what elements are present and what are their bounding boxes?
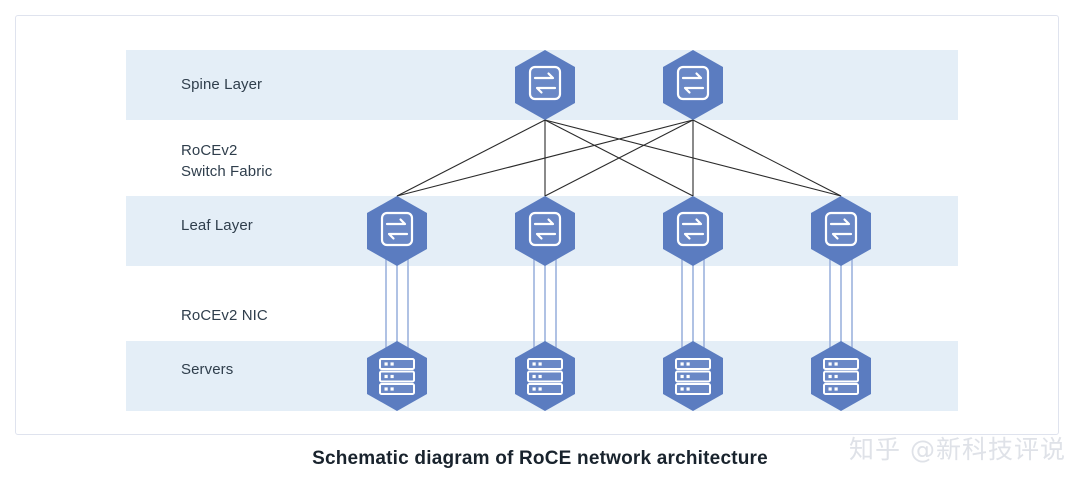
- figure-caption: Schematic diagram of RoCE network archit…: [312, 448, 768, 469]
- server-2[interactable]: [513, 340, 577, 412]
- row-label-servers: Servers: [181, 361, 234, 378]
- spine-leaf-link-group: [396, 119, 842, 197]
- leaf-switch-4[interactable]: [809, 195, 873, 267]
- leaf-switch-3[interactable]: [661, 195, 725, 267]
- server-4[interactable]: [809, 340, 873, 412]
- spine-switch-2[interactable]: [661, 49, 725, 121]
- leaf-switch-2[interactable]: [513, 195, 577, 267]
- server-1[interactable]: [365, 340, 429, 412]
- row-label-rocev2-nic: RoCEv2 NIC: [181, 307, 268, 324]
- spine-switch-1[interactable]: [513, 49, 577, 121]
- row-label-switch-fabric: RoCEv2 Switch Fabric: [181, 142, 273, 180]
- row-label-spine-layer: Spine Layer: [181, 76, 263, 93]
- server-3[interactable]: [661, 340, 725, 412]
- leaf-switch-1[interactable]: [365, 195, 429, 267]
- watermark: 知乎 @新科技评说: [849, 435, 1066, 464]
- network-diagram: Spine Layer RoCEv2 Switch Fabric Leaf La…: [16, 16, 1060, 436]
- diagram-card: Spine Layer RoCEv2 Switch Fabric Leaf La…: [15, 15, 1059, 435]
- nic-link-group: [385, 252, 853, 355]
- row-label-leaf-layer: Leaf Layer: [181, 217, 253, 234]
